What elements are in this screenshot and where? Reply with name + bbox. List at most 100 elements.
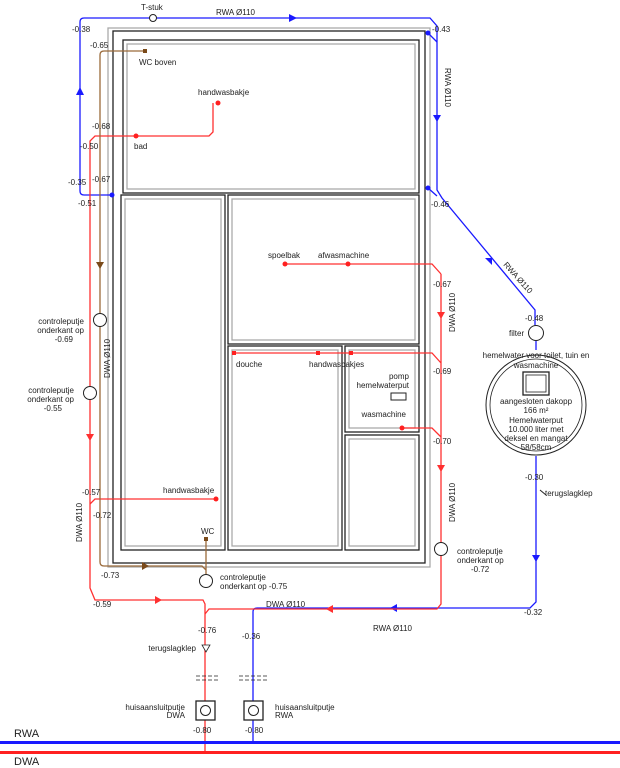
level-label: -0.80 xyxy=(193,726,212,735)
controleputje-label: controleputje xyxy=(38,317,84,326)
outlet-label: DWA xyxy=(167,711,186,720)
controleputje-label: controleputje xyxy=(220,573,266,582)
flow-arrow-icon xyxy=(485,258,492,265)
rwa-downpipe-dot xyxy=(109,192,115,198)
t-stuk-icon xyxy=(149,14,157,22)
spoelbak-point xyxy=(282,261,288,267)
fixture-label: wasmachine xyxy=(361,410,407,419)
handwasbakjes-point xyxy=(316,351,320,355)
flow-arrow-icon xyxy=(289,14,297,22)
level-label: -0.38 xyxy=(72,25,91,34)
flow-arrow-icon xyxy=(142,562,149,570)
terugslagklep-icon xyxy=(539,489,547,496)
level-label: -0.70 xyxy=(433,437,452,446)
level-label: -0.30 xyxy=(525,473,544,482)
hemelwaterput-icon xyxy=(485,354,587,456)
flow-arrow-icon xyxy=(390,604,397,612)
level-label: -0.67 xyxy=(92,175,111,184)
flow-arrow-icon xyxy=(437,465,445,472)
hemelwaterput-inner xyxy=(489,358,583,452)
controleputje-label: -0.69 xyxy=(55,335,74,344)
terugslagklep-icon xyxy=(201,644,211,653)
controleputje-icon xyxy=(199,574,213,588)
tank-text: 58/58cm xyxy=(521,443,552,452)
controleputje-label: onderkant op xyxy=(27,395,74,404)
fixture-label: handwasbakjes xyxy=(309,360,364,369)
tank-text: deksel en mangat xyxy=(504,434,568,443)
rwa-pipe-label: RWA Ø110 xyxy=(443,68,452,108)
level-labels: -0.38 -0.43 -0.65 -0.68 -0.50 -0.67 -0.3… xyxy=(68,25,544,735)
dwa-pipe-label: DWA Ø110 xyxy=(448,292,457,332)
terugslagklep-label: terugslagklep xyxy=(545,489,593,498)
tank-text: 166 m² xyxy=(524,406,549,415)
handwasbakjes-point xyxy=(349,351,353,355)
level-label: -0.35 xyxy=(68,178,87,187)
level-label: -0.57 xyxy=(82,488,101,497)
filter-icon xyxy=(528,325,544,341)
level-label: -0.51 xyxy=(78,199,97,208)
flow-arrow-icon xyxy=(433,115,441,122)
level-label: -0.46 xyxy=(431,200,450,209)
level-label: -0.32 xyxy=(524,608,543,617)
level-label: -0.72 xyxy=(93,511,112,520)
flow-arrow-icon xyxy=(155,596,162,604)
controleputje-icon xyxy=(83,386,97,400)
level-label: -0.69 xyxy=(433,367,452,376)
dwa-main-label: DWA xyxy=(14,756,40,768)
fixture-label: afwasmachine xyxy=(318,251,370,260)
level-label: -0.50 xyxy=(80,142,99,151)
fixture-label: bad xyxy=(134,142,147,151)
rwa-pipe-bottom xyxy=(252,456,537,742)
rwa-downpipe-dot xyxy=(425,30,431,36)
fixture-label: douche xyxy=(236,360,263,369)
outlet-label: RWA xyxy=(275,711,294,720)
outlet-label: huisaansluitputje xyxy=(275,703,335,712)
putje-circle xyxy=(200,705,211,716)
controleputje-label: -0.55 xyxy=(44,404,63,413)
controleputje-label: controleputje xyxy=(457,547,503,556)
fixture-label: WC xyxy=(201,527,215,536)
handwasbakje-point xyxy=(213,496,219,502)
controleputje-label: onderkant op -0.75 xyxy=(220,582,288,591)
fixture-label: handwasbakje xyxy=(163,486,215,495)
rwa-main-sewer xyxy=(0,741,620,744)
rwa-main-label: RWA xyxy=(14,728,40,740)
handwasbakje-point xyxy=(215,100,221,106)
bad-point xyxy=(133,133,139,139)
tank-text: aangesloten dakopp xyxy=(500,397,573,406)
wc-point xyxy=(204,537,208,541)
level-label: -0.59 xyxy=(93,600,112,609)
property-boundary xyxy=(196,675,267,681)
dwa-pipe-label: DWA Ø110 xyxy=(103,338,112,378)
tank-text: 10.000 liter met xyxy=(508,425,564,434)
rwa-pipe-label: RWA Ø110 xyxy=(373,624,413,633)
t-stuk-label: T-stuk xyxy=(141,3,164,12)
fixture-label: pomp xyxy=(389,372,410,381)
controleputje-label: -0.72 xyxy=(471,565,490,574)
tank-text: hemelwater voor toilet, tuin en xyxy=(483,351,590,360)
dwa-main-sewer xyxy=(0,751,620,754)
level-label: -0.43 xyxy=(432,25,451,34)
manhole-inner xyxy=(525,374,547,393)
controleputje-label: onderkant op xyxy=(37,326,84,335)
afwasmachine-point xyxy=(345,261,351,267)
dwa-pipe-label: DWA Ø110 xyxy=(75,502,84,542)
flow-arrow-icon xyxy=(326,605,333,613)
level-label: -0.80 xyxy=(245,726,264,735)
controleputje-label: onderkant op xyxy=(457,556,504,565)
controleputje-label: controleputje xyxy=(28,386,74,395)
dwa-pipe-label: DWA Ø110 xyxy=(266,600,306,609)
filter-label: filter xyxy=(509,329,524,338)
level-label: -0.76 xyxy=(198,626,217,635)
rwa-pipe-label: RWA Ø110 xyxy=(216,8,256,17)
flow-arrow-icon xyxy=(86,434,94,441)
level-label: -0.73 xyxy=(101,571,120,580)
outlet-label: huisaansluitputje xyxy=(125,703,185,712)
flow-arrow-icon xyxy=(532,555,540,562)
flow-arrow-icon xyxy=(437,312,445,319)
dwa-pipe-left xyxy=(89,103,214,752)
wc-boven-point xyxy=(143,49,147,53)
rwa-downpipe-dot xyxy=(425,185,431,191)
fixture-label: spoelbak xyxy=(268,251,301,260)
controleputje-icon xyxy=(93,313,107,327)
